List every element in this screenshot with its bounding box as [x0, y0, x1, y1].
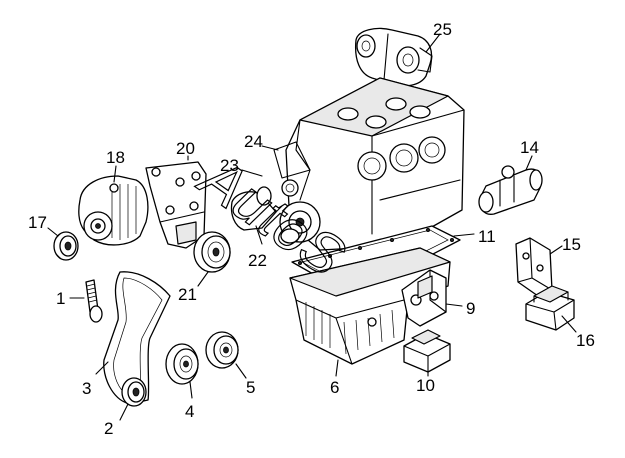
callout-25: 25 [433, 20, 452, 39]
leader-15 [549, 245, 563, 255]
leader-11 [453, 233, 475, 237]
callout-21: 21 [178, 285, 197, 304]
leader-4 [189, 381, 193, 399]
idler-pulley [193, 231, 231, 273]
water-pump-pulley [205, 331, 239, 369]
callout-1: 1 [56, 289, 65, 308]
leader-22 [255, 225, 263, 245]
water-pump [230, 179, 321, 244]
callout-14: 14 [520, 138, 539, 157]
engine-mount-pad [403, 329, 451, 373]
callout-24: 24 [244, 132, 263, 151]
leader-5 [235, 363, 247, 379]
leader-6 [335, 359, 339, 377]
callout-20: 20 [176, 139, 195, 158]
callout-16: 16 [576, 331, 595, 350]
bolt [85, 279, 103, 323]
alternator-bracket [145, 161, 207, 249]
turbocharger [354, 27, 433, 87]
callout-4: 4 [185, 402, 194, 421]
leader-25 [425, 33, 441, 53]
damper-pulley [165, 343, 199, 385]
crank-pulley [121, 377, 147, 407]
leader-3 [95, 361, 109, 375]
leader-24 [261, 145, 279, 151]
callout-10: 10 [416, 376, 435, 395]
leader-18 [113, 165, 117, 183]
callout-22: 22 [248, 251, 267, 270]
engine-block [273, 77, 465, 251]
callout-17: 17 [28, 213, 47, 232]
callout-3: 3 [82, 379, 91, 398]
engine-mount-bracket [401, 269, 447, 327]
leader-21 [197, 271, 209, 287]
mount-pad-right [525, 285, 575, 331]
callout-23: 23 [220, 156, 239, 175]
leader-9 [445, 303, 463, 307]
leader-16 [561, 315, 577, 333]
leader-2 [119, 403, 129, 421]
callout-18: 18 [106, 148, 125, 167]
callout-5: 5 [246, 378, 255, 397]
mount-bracket-right [515, 237, 553, 297]
leader-17 [47, 227, 59, 237]
callout-6: 6 [330, 378, 339, 397]
leader-14 [525, 155, 533, 171]
callout-9: 9 [466, 299, 475, 318]
alternator [78, 175, 149, 246]
callout-15: 15 [562, 235, 581, 254]
starter-motor [478, 165, 543, 215]
leader-23 [241, 169, 263, 177]
callout-11: 11 [478, 227, 496, 246]
callout-2: 2 [104, 419, 113, 438]
oil-pan [289, 247, 451, 365]
